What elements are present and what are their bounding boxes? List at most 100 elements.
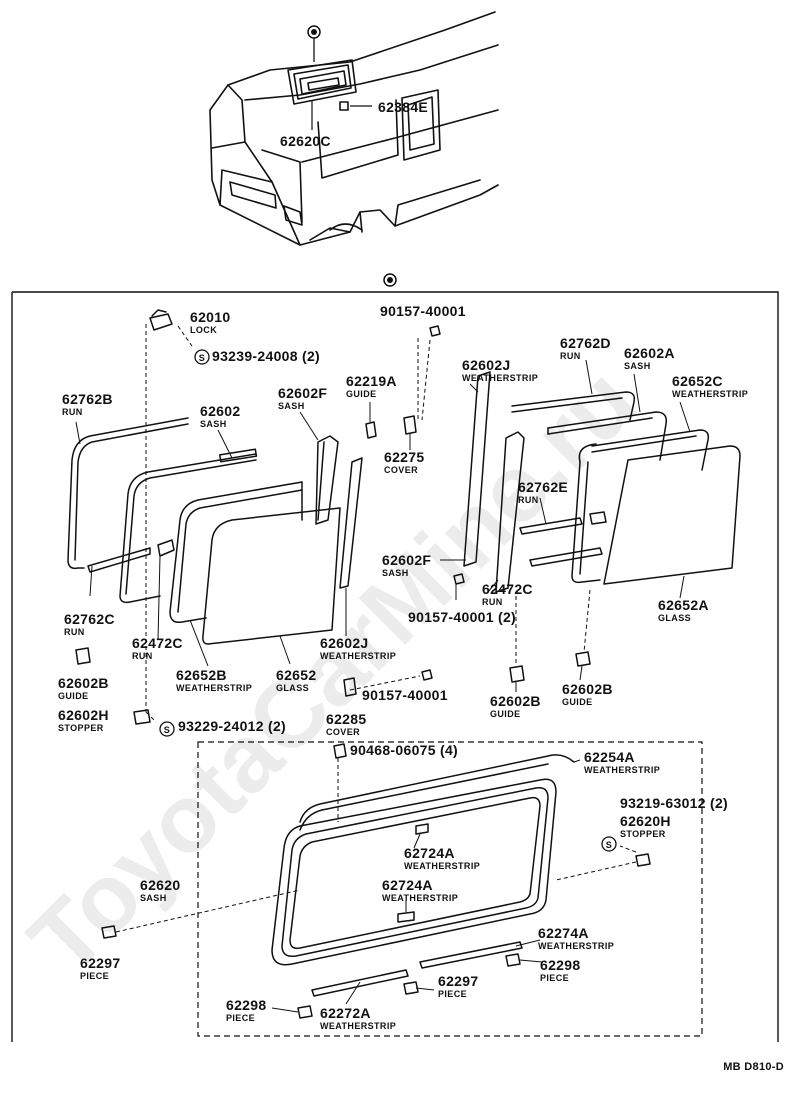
part-name-p62762C: RUN [64,627,85,637]
part-number-p62724A1: 62724A [404,845,455,861]
part-number-p62602B2: 62602B [490,693,541,709]
watermark: ToyotaCarMine.ru [9,347,657,995]
section-marker-dot-icon [387,277,393,283]
part-number-p62010: 62010 [190,309,230,325]
part-name-p62297a: PIECE [80,971,109,981]
part-number-p62602H: 62602H [58,707,109,723]
frame-border [12,291,779,1042]
right-leaders [440,359,691,692]
part-number-p62274A: 62274A [538,925,589,941]
part-number-p62762E: 62762E [518,479,568,495]
part-number-p62602F1: 62602F [278,385,327,401]
part-name-p62274A: WEATHERSTRIP [538,941,614,951]
part-name-p62602B2: GUIDE [490,709,521,719]
part-number-p62724A2: 62724A [382,877,433,893]
screw-icon-2 [159,721,175,737]
part-name-p62602B1: GUIDE [58,691,89,701]
part-name-p62472C1: RUN [482,597,503,607]
part-name-p62602J1: WEATHERSTRIP [462,373,538,383]
right-window-assembly [421,325,741,683]
part-number-p62275: 62275 [384,449,424,465]
part-name-p62602B3: GUIDE [562,697,593,707]
sunroof-sash-assembly [101,743,651,1019]
part-name-p62254A: WEATHERSTRIP [584,765,660,775]
part-number-p62602J1: 62602J [462,357,511,373]
part-name-p62272A: WEATHERSTRIP [320,1021,396,1031]
part-name-p62652C: WEATHERSTRIP [672,389,748,399]
part-name-p62010: LOCK [190,325,217,335]
part-number-p62297a: 62297 [80,955,120,971]
part-number-p62254A: 62254A [584,749,635,765]
right-dashed-leaders [421,339,591,666]
part-name-p62620: SASH [140,893,167,903]
screw-symbol-1: S [199,353,205,363]
part-number-p62762D: 62762D [560,335,611,351]
part-name-p62285: COVER [326,727,360,737]
part-name-p62298a: PIECE [540,973,569,983]
part-name-p62762B: RUN [62,407,83,417]
part-name-p62297b: PIECE [438,989,467,999]
part-number-p62602F2: 62602F [382,552,431,568]
sunroof-group-box [197,741,703,1037]
sunroof-leaders [271,759,581,1013]
left-leaders [145,324,421,723]
part-number-p62652A: 62652A [658,597,709,613]
part-name-p62762E: RUN [518,495,539,505]
part-number-p62298b: 62298 [226,997,266,1013]
diagram-code: MB D810-D [723,1061,784,1073]
part-number-p62384E: 62384E [378,99,428,115]
part-number-p62602: 62602 [200,403,240,419]
part-name-p62602F2: SASH [382,568,409,578]
part-name-p62472C2: RUN [132,651,153,661]
part-name-p62652B: WEATHERSTRIP [176,683,252,693]
left-solid-leaders [75,402,411,667]
part-name-p62652A: GLASS [658,613,691,623]
part-number-p93229: 93229-24012 (2) [178,718,286,734]
screw-symbol-2: S [164,725,170,735]
part-number-p90157a: 90157-40001 [380,303,466,319]
part-number-p62762B: 62762B [62,391,113,407]
part-number-p62297b: 62297 [438,973,478,989]
part-name-p62219A: GUIDE [346,389,377,399]
part-number-p62602B3: 62602B [562,681,613,697]
part-number-p62602J2: 62602J [320,635,369,651]
part-number-p62472C2: 62472C [132,635,183,651]
part-number-p90468: 90468-06075 (4) [350,742,458,758]
part-number-p62219A: 62219A [346,373,397,389]
part-number-p90157c: 90157-40001 [362,687,448,703]
part-number-p90157b: 90157-40001 (2) [408,609,516,625]
part-number-p62298a: 62298 [540,957,580,973]
part-number-p62652B: 62652B [176,667,227,683]
part-name-p62298b: PIECE [226,1013,255,1023]
part-number-p62285: 62285 [326,711,366,727]
part-number-p62652: 62652 [276,667,316,683]
sunroof-dashed-leaders [115,758,637,933]
part-name-p62724A2: WEATHERSTRIP [382,893,458,903]
part-number-p62272A: 62272A [320,1005,371,1021]
part-number-p62762C: 62762C [64,611,115,627]
left-window-assembly [67,309,417,725]
marker-dot-icon [311,29,317,35]
part-number-p62620: 62620 [140,877,180,893]
part-name-p62602: SASH [200,419,227,429]
part-number-p93239: 93239-24008 (2) [212,348,320,364]
part-number-p62620C: 62620C [280,133,331,149]
part-name-p62724A1: WEATHERSTRIP [404,861,480,871]
part-name-p62602H: STOPPER [58,723,104,733]
part-name-p62652: GLASS [276,683,309,693]
screw-icon-1 [194,349,210,365]
part-name-p62602J2: WEATHERSTRIP [320,651,396,661]
screw-symbol-3: S [606,840,612,850]
part-number-p62602B1: 62602B [58,675,109,691]
part-number-p62472C1: 62472C [482,581,533,597]
van-illustration [209,11,499,246]
part-name-p62762D: RUN [560,351,581,361]
part-number-p62602A: 62602A [624,345,675,361]
part-number-p62652C: 62652C [672,373,723,389]
part-name-p62602F1: SASH [278,401,305,411]
part-number-p93219: 93219-63012 (2) [620,795,728,811]
part-number-p62620H: 62620H [620,813,671,829]
